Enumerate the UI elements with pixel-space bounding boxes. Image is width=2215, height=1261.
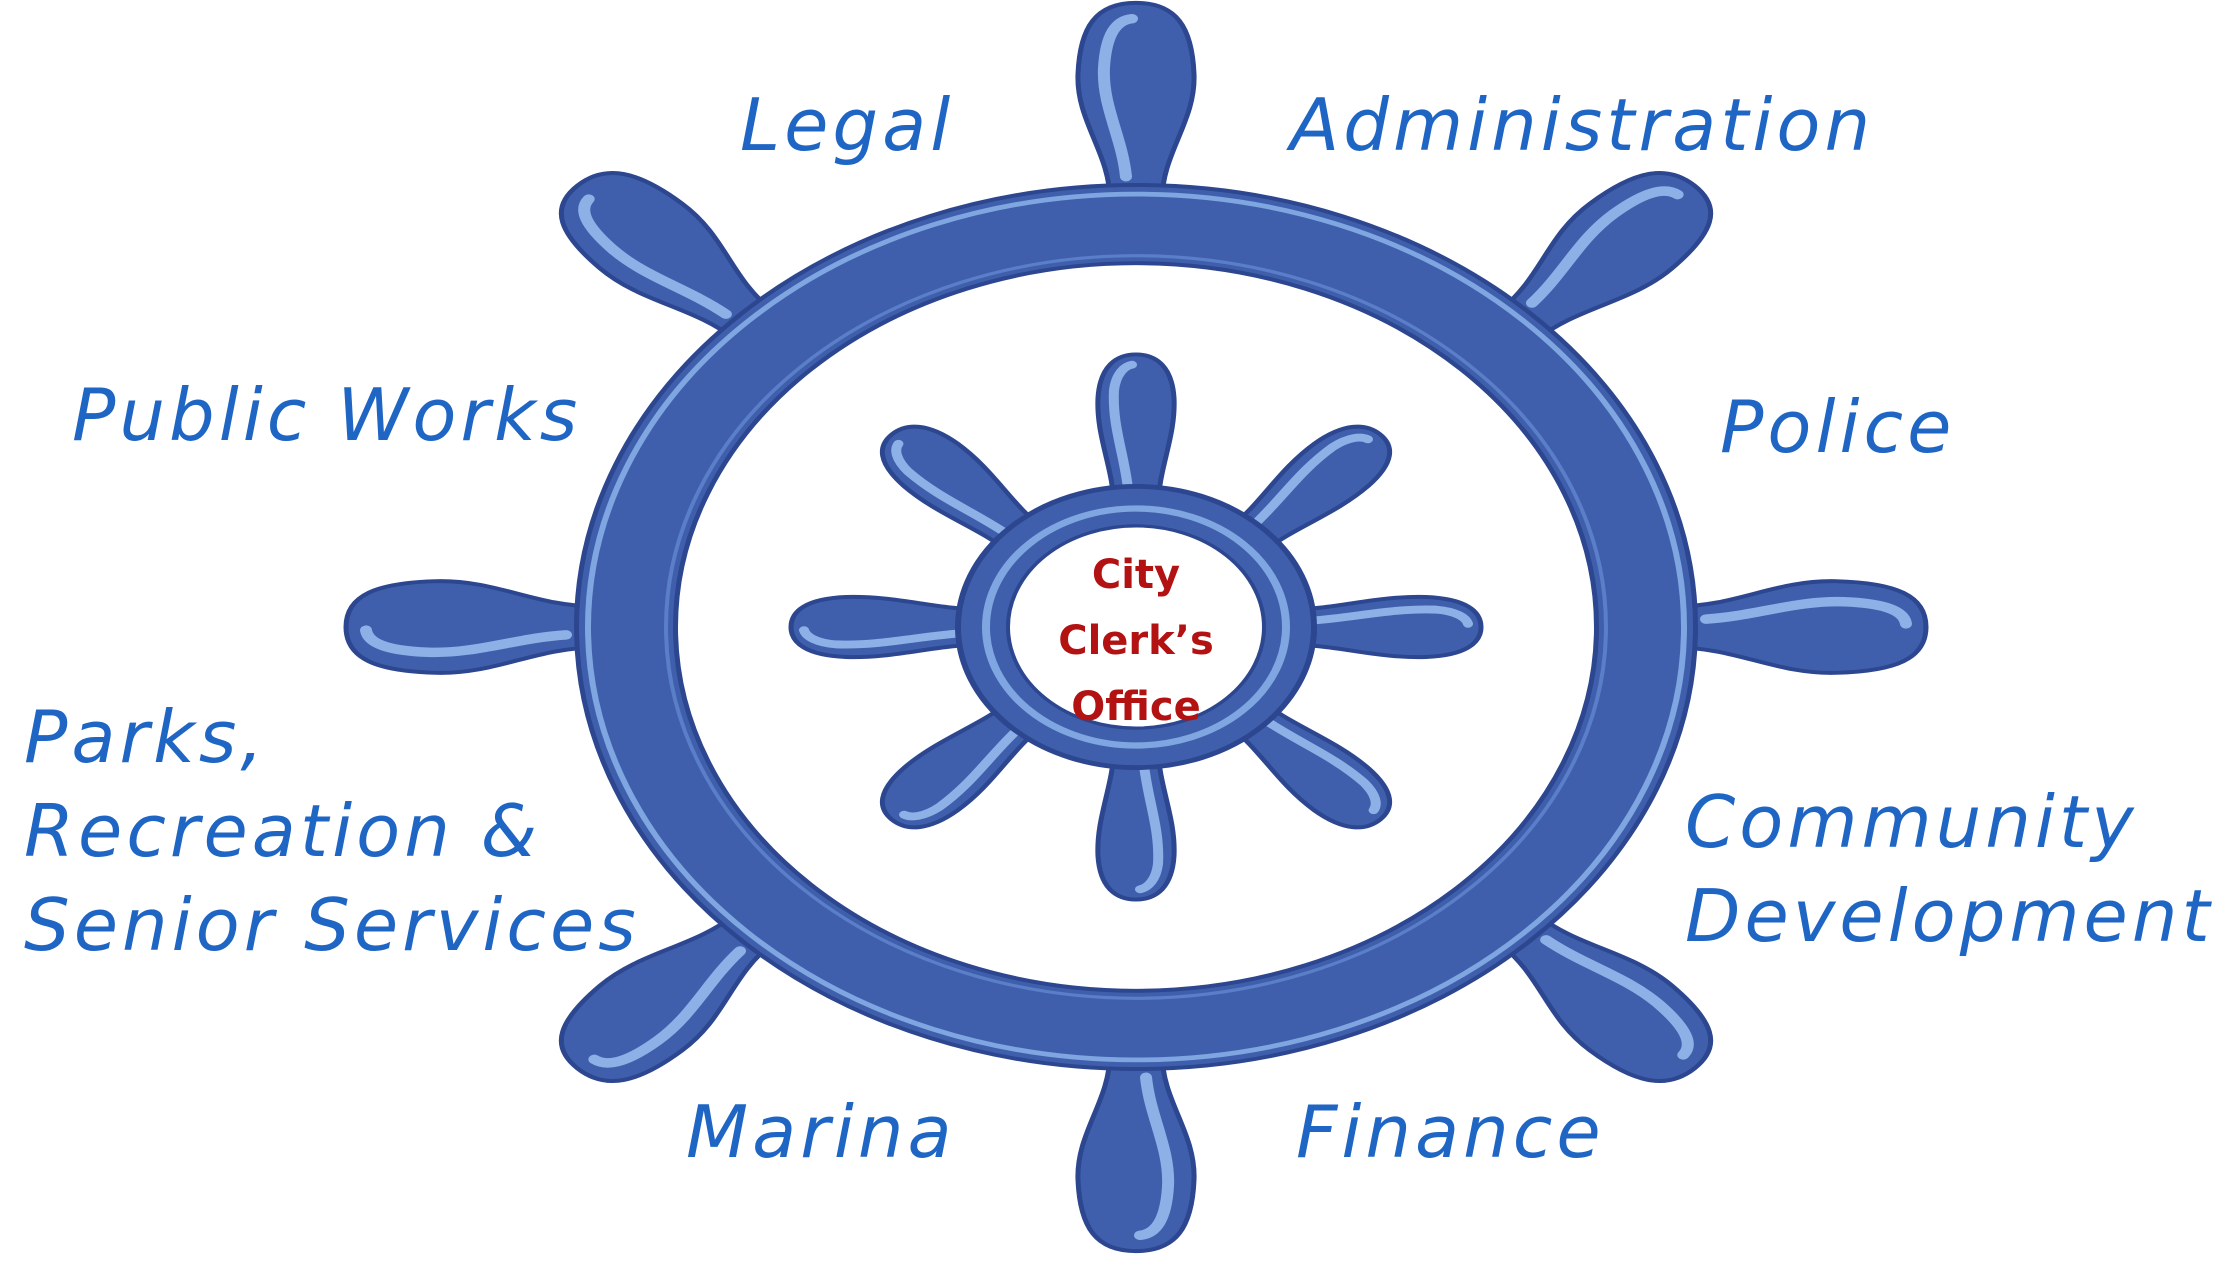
department-parks-recreation-senior-services: Parks, Recreation & Senior Services [24,690,640,972]
department-finance: Finance [1296,1090,1605,1174]
department-parks-line-1: Parks, [24,695,268,779]
department-police: Police [1720,385,1956,469]
department-community-development: Community Development [1685,775,2214,963]
handle-top [1078,3,1194,213]
center-label-line-3: Office [1071,684,1201,730]
department-administration: Administration [1290,83,1875,167]
center-label-line-2: Clerk’s [1058,618,1214,664]
department-public-works: Public Works [72,373,582,457]
department-community-line-2: Development [1685,874,2214,958]
department-parks-line-3: Senior Services [24,883,640,967]
department-community-line-1: Community [1685,780,2138,864]
department-marina: Marina [686,1090,956,1174]
department-legal: Legal [740,83,955,167]
center-label-line-1: City [1091,552,1181,598]
department-parks-line-2: Recreation & [24,789,541,873]
center-label-city-clerks-office: City Clerk’s Office [1001,542,1271,740]
